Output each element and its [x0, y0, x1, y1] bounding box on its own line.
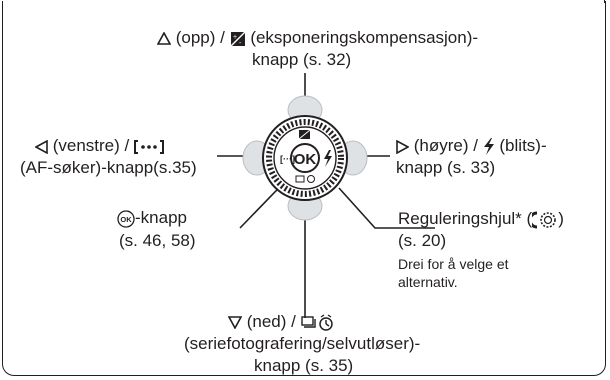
- svg-text:-: -: [239, 40, 242, 47]
- right-page-ref: knapp (s. 33): [396, 158, 496, 177]
- left-line1: (venstre) /: [48, 136, 134, 155]
- left-page-ref: (AF-søker)-knapp(s.35): [20, 158, 197, 177]
- drive-selftimer-icon: [300, 313, 333, 331]
- right-line1-a: (høyre) /: [409, 136, 483, 155]
- wheel-line1-a: Reguleringshjul* (: [398, 209, 533, 228]
- wheel-label: Reguleringshjul* (): [398, 208, 564, 229]
- top-button-label: (opp) / +- (eksponeringskompensasjon)-: [157, 27, 478, 48]
- svg-text:+: +: [233, 34, 237, 41]
- top-line1-a: (opp) /: [171, 28, 230, 47]
- ok-button-label: OK: [294, 151, 317, 168]
- right-button-label: (høyre) / (blits)-: [396, 135, 547, 156]
- bottom-page-ref: knapp (s. 35): [254, 356, 354, 375]
- connector-wheel: [338, 187, 435, 229]
- top-page-ref: knapp (s. 32): [252, 50, 352, 69]
- triangle-up-icon: [157, 32, 171, 45]
- frame-tick: [603, 0, 605, 3]
- dial-icon: [532, 211, 556, 229]
- wheel-line1-b: ): [558, 209, 564, 228]
- svg-text:OK: OK: [120, 215, 132, 224]
- triangle-left-icon: [35, 139, 48, 154]
- svg-text:[···]: [···]: [280, 154, 295, 164]
- ok-page-ref: (s. 46, 58): [119, 231, 196, 250]
- ok-line1: -knapp: [135, 208, 187, 227]
- bottom-line1: (ned) /: [242, 312, 301, 331]
- ok-button-icon: OK: [117, 209, 135, 228]
- triangle-right-icon: [396, 139, 409, 154]
- ok-button: [290, 143, 320, 173]
- exposure-comp-icon: [298, 129, 311, 140]
- diagram-frame: [2, 0, 606, 376]
- left-button-label: (venstre) /: [35, 135, 164, 156]
- af-target-icon: [133, 139, 164, 154]
- ok-button-label-block: OK-knapp: [117, 207, 187, 228]
- bottom-line2: (seriefotografering/selvutløser)-: [184, 334, 421, 353]
- wheel-note-2: alternativ.: [398, 274, 458, 290]
- wheel-page-ref: (s. 20): [398, 231, 447, 250]
- dial-knurl: [266, 119, 344, 197]
- flash-icon: [324, 150, 332, 167]
- drive-selftimer-icon: [295, 175, 315, 183]
- right-line1-b: (blits)-: [494, 136, 547, 155]
- af-target-icon: [···]: [280, 154, 295, 164]
- flash-icon: [483, 138, 494, 156]
- wheel-note-1: Drei for å velge et: [398, 256, 509, 272]
- top-line1-b: (eksponeringskompensasjon)-: [245, 28, 479, 47]
- exposure-comp-icon: +-: [230, 31, 246, 47]
- triangle-down-icon: [228, 316, 242, 330]
- bottom-button-label: (ned) /: [228, 311, 335, 332]
